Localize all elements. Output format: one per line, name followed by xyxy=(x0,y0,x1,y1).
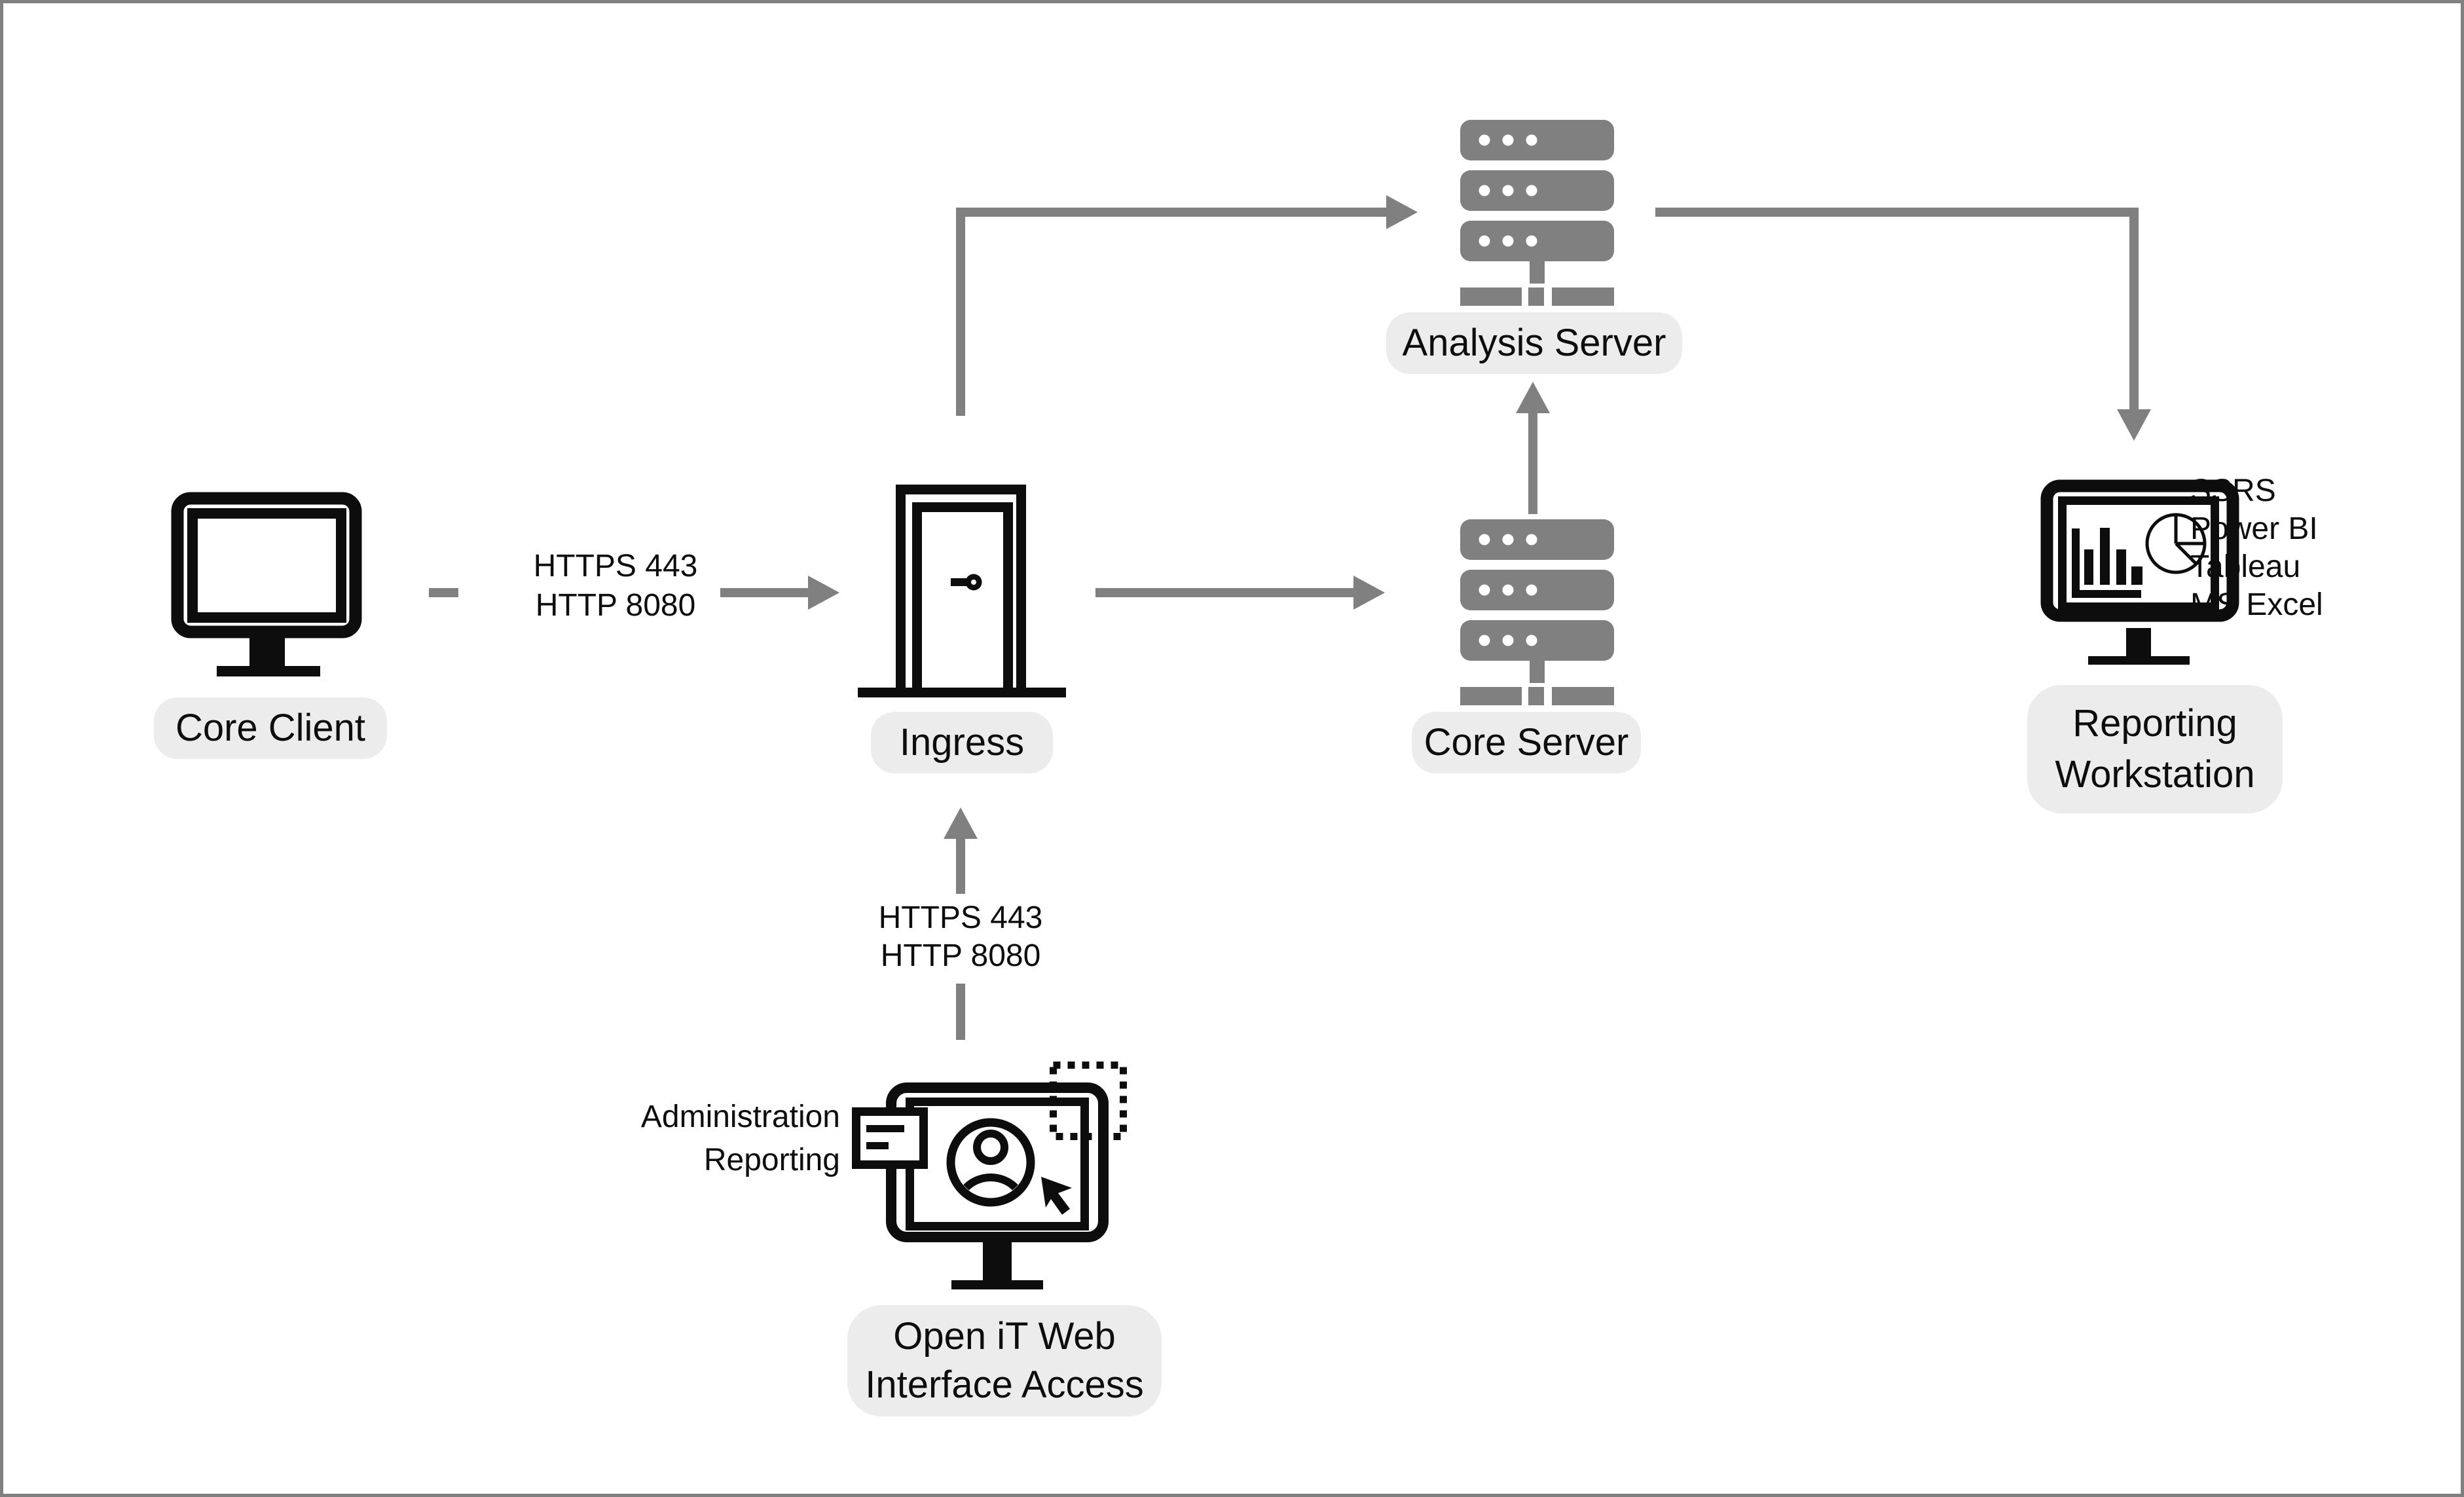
arrowhead-web-to-ingress xyxy=(944,807,978,839)
client-ingress-ports-label: HTTPS 443 HTTP 8080 xyxy=(514,547,717,625)
web-interface-monitor-icon xyxy=(852,1062,1127,1289)
arrow-ingress-to-analysis-horizontal xyxy=(956,208,1386,217)
web-access-annotation: Administration Reporting xyxy=(617,1096,840,1182)
ports-label-line2: HTTP 8080 xyxy=(535,588,696,623)
arrow-web-to-ingress-upper xyxy=(956,839,965,894)
reporting-label-line1: Reporting xyxy=(2072,702,2237,745)
tool-item: Power BI xyxy=(2190,511,2318,546)
arrowhead-client-to-ingress xyxy=(808,576,839,610)
arrow-client-to-ingress xyxy=(720,588,808,597)
ports-label-line2: HTTP 8080 xyxy=(880,938,1041,973)
core-server-label-text: Core Server xyxy=(1424,721,1629,764)
arrow-web-to-ingress-stub xyxy=(956,984,965,1040)
core-client-label-text: Core Client xyxy=(175,707,366,749)
web-interface-label-line2: Interface Access xyxy=(865,1363,1144,1406)
annotation-administration: Administration xyxy=(640,1100,840,1134)
web-interface-label-line1: Open iT Web xyxy=(893,1315,1116,1358)
client-connector-dash xyxy=(429,588,458,597)
core-client-label: Core Client xyxy=(154,697,387,759)
dotted-frame-glyph xyxy=(1050,1062,1127,1140)
server-stack-icon xyxy=(1460,120,1614,306)
reporting-workstation-label: Reporting Workstation xyxy=(2027,685,2283,813)
door-icon xyxy=(858,485,1066,697)
arrowhead-ingress-to-analysis xyxy=(1386,195,1418,229)
web-ingress-ports-label: HTTPS 443 HTTP 8080 xyxy=(862,899,1059,975)
annotation-reporting: Reporting xyxy=(703,1143,840,1177)
web-interface-label: Open iT Web Interface Access xyxy=(847,1305,1162,1416)
reporting-monitor-icon xyxy=(2040,479,2239,665)
ingress-label-text: Ingress xyxy=(899,721,1025,764)
server-stack-icon xyxy=(1460,519,1614,705)
analysis-server-label: Analysis Server xyxy=(1386,312,1682,374)
reporting-label-line2: Workstation xyxy=(2055,753,2255,796)
arrow-ingress-to-analysis-vertical xyxy=(956,208,965,416)
arrow-analysis-to-reporting-vertical xyxy=(2129,208,2139,409)
cursor-glyph xyxy=(1041,1177,1072,1215)
ports-label-line1: HTTPS 443 xyxy=(533,549,698,583)
tool-item: Tableau xyxy=(2190,549,2301,584)
arrow-analysis-to-reporting-horizontal xyxy=(1655,208,2139,217)
reporting-tools-list: SSRS Power BI Tableau MS Excel xyxy=(2190,472,2323,624)
arrowhead-analysis-to-reporting xyxy=(2117,409,2151,441)
ingress-label: Ingress xyxy=(871,712,1053,773)
arrowhead-ingress-to-core-server xyxy=(1353,576,1385,610)
analysis-server-label-text: Analysis Server xyxy=(1402,322,1666,364)
arrow-ingress-to-core-server xyxy=(1095,588,1353,597)
desktop-monitor-icon xyxy=(171,492,362,676)
bar-chart-glyph xyxy=(2072,528,2142,598)
tool-item: MS Excel xyxy=(2190,587,2323,622)
document-card-glyph xyxy=(852,1107,928,1169)
pie-chart-glyph xyxy=(2145,513,2207,574)
arrow-core-to-analysis xyxy=(1528,413,1537,514)
arrowhead-core-to-analysis xyxy=(1516,382,1550,413)
tool-item: SSRS xyxy=(2190,473,2276,508)
ports-label-line1: HTTPS 443 xyxy=(878,900,1043,935)
core-server-label: Core Server xyxy=(1412,712,1641,773)
